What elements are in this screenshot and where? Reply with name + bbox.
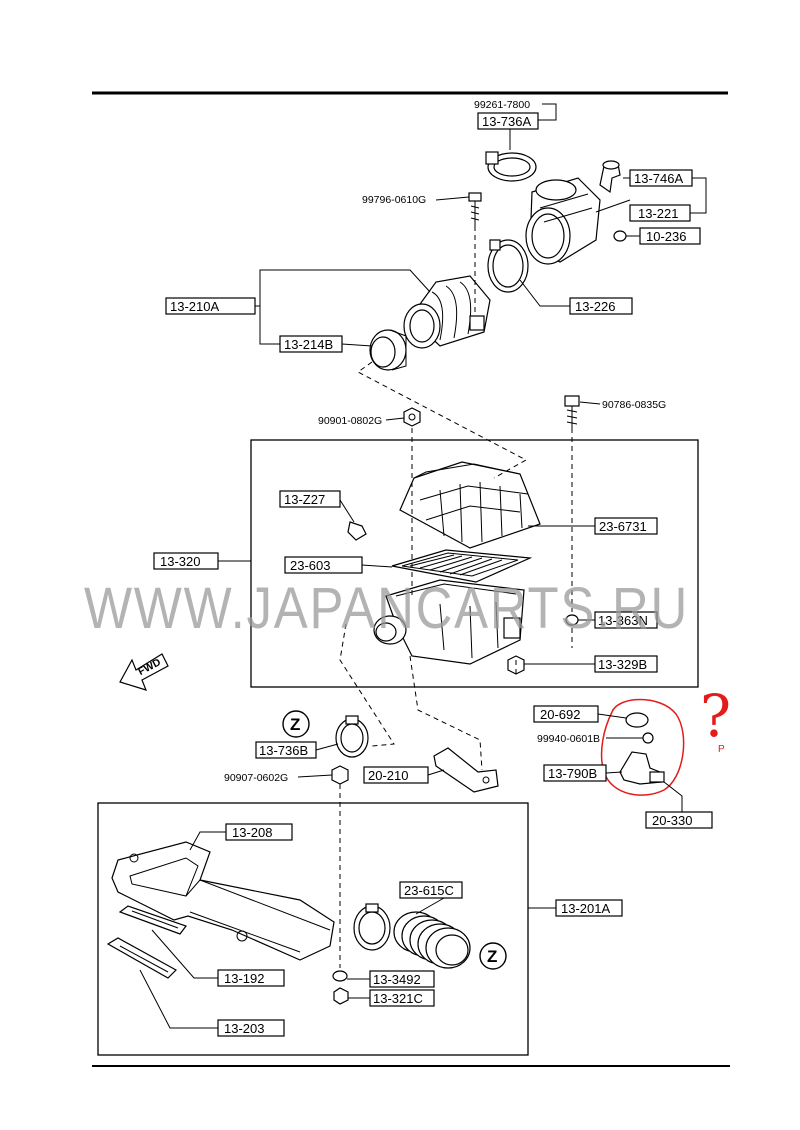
label-13-329B: 13-329B <box>598 657 647 672</box>
label-23-603: 23-603 <box>290 558 330 573</box>
label-13-Z27: 13-Z27 <box>284 492 325 507</box>
label-13-736A: 13-736A <box>482 114 531 129</box>
clamp-23-615C <box>353 903 391 951</box>
air-filter-element <box>391 549 533 583</box>
seal-strip-13-203 <box>106 937 177 979</box>
label-13-201A: 13-201A <box>561 901 610 916</box>
z-marker-upper: Z <box>282 710 310 738</box>
connection-dashes <box>339 226 573 968</box>
label-13-214B: 13-214B <box>284 337 333 352</box>
label-13-221: 13-221 <box>638 206 678 221</box>
label-13-208: 13-208 <box>232 825 272 840</box>
clip <box>347 521 367 541</box>
label-13-790B: 13-790B <box>548 766 597 781</box>
grommet-13-3492 <box>332 970 348 982</box>
resonator-assembly <box>619 712 665 785</box>
hose-clamp-lower <box>335 715 369 758</box>
seal-strip-13-192 <box>118 905 187 935</box>
label-13-3492: 13-3492 <box>373 972 421 987</box>
air-cleaner-cover <box>399 461 541 549</box>
label-13-226: 13-226 <box>575 299 615 314</box>
small-red-mark: P <box>718 744 725 755</box>
label-13-321C: 13-321C <box>373 991 423 1006</box>
air-duct-13-208 <box>111 841 335 961</box>
label-20-330: 20-330 <box>652 813 692 828</box>
bellows-hose <box>393 911 471 969</box>
air-duct-group-frame <box>97 802 529 1056</box>
label-90907-0602G: 90907-0602G <box>224 772 288 784</box>
intake-hose <box>403 275 491 349</box>
label-13-192: 13-192 <box>224 971 264 986</box>
label-13-210A: 13-210A <box>170 299 219 314</box>
hose-clamp-middle <box>487 239 529 293</box>
watermark: WWW.JAPANCARTS.RU <box>84 576 689 641</box>
hose-clamp-upper <box>485 151 537 182</box>
z-marker-lower-text: Z <box>487 947 497 966</box>
label-13-320: 13-320 <box>160 554 200 569</box>
z-marker-upper-text: Z <box>290 715 300 734</box>
bolt-upper <box>468 192 482 226</box>
part-labels: 99261-7800 13-736A 13-746A 13-221 10-236… <box>153 99 713 1037</box>
nut-90907 <box>331 765 349 785</box>
label-23-6731: 23-6731 <box>599 519 647 534</box>
question-mark: ? <box>700 682 731 750</box>
label-23-615C: 23-615C <box>404 883 454 898</box>
label-13-203: 13-203 <box>224 1021 264 1036</box>
nut-13-321C <box>333 987 349 1005</box>
label-13-363N: 13-363N <box>598 613 648 628</box>
hose-end-fitting <box>369 329 407 371</box>
label-20-692: 20-692 <box>540 707 580 722</box>
nut-air-cleaner <box>403 407 421 427</box>
label-90901-0802G: 90901-0802G <box>318 415 382 427</box>
label-99261-7800: 99261-7800 <box>474 99 530 111</box>
bolt-air-cleaner <box>564 395 580 428</box>
elbow-fitting <box>599 160 621 194</box>
label-13-736B: 13-736B <box>259 743 308 758</box>
z-marker-lower: Z <box>479 942 507 970</box>
label-99796-0610G: 99796-0610G <box>362 194 426 206</box>
fwd-arrow: FWD <box>119 653 169 691</box>
label-20-210: 20-210 <box>368 768 408 783</box>
label-13-746A: 13-746A <box>634 171 683 186</box>
grommet <box>613 230 627 242</box>
air-cleaner-lower-case <box>373 579 525 665</box>
air-cleaner-group-frame <box>250 439 699 688</box>
label-90786-0835G: 90786-0835G <box>602 399 666 411</box>
leader-lines <box>139 103 707 1029</box>
red-circle-highlight <box>600 698 685 796</box>
label-10-236: 10-236 <box>646 229 686 244</box>
air-flow-meter-duct <box>525 177 601 265</box>
label-99940-0601B: 99940-0601B <box>537 733 600 745</box>
